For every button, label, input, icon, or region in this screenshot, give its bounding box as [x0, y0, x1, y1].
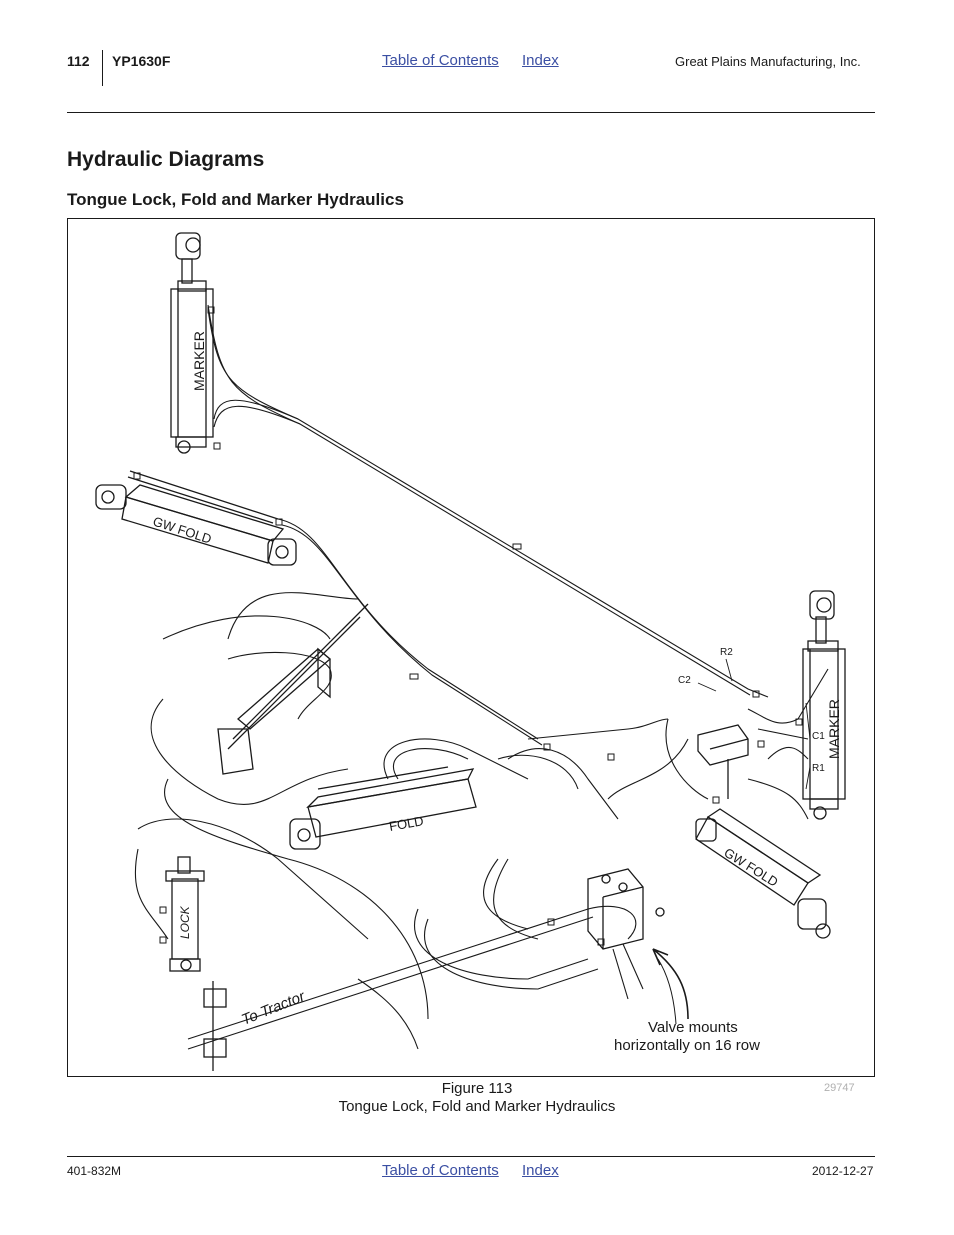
marker-cylinder-top [170, 232, 214, 454]
header-index-link[interactable]: Index [522, 52, 559, 69]
document-date: 2012-12-27 [812, 1164, 874, 1178]
valve-block [587, 868, 665, 950]
c1-port-label: C1 [812, 731, 825, 742]
gw-fold-cylinder-right [695, 808, 831, 939]
r1-port-label: R1 [812, 763, 825, 774]
header-divider [102, 50, 103, 86]
lock-cylinder [165, 856, 205, 972]
section-title: Hydraulic Diagrams [67, 148, 265, 171]
footer-index-link[interactable]: Index [522, 1162, 559, 1179]
r2-port-label: R2 [720, 647, 733, 658]
marker-right-label: MARKER [826, 699, 842, 759]
gw-fold-right-label: GW FOLD [721, 845, 780, 890]
figure-number: Figure 113 [441, 1080, 513, 1097]
valve-arrow [652, 948, 689, 1020]
marker-cylinder-right [802, 590, 846, 820]
page-number: 112 [67, 53, 90, 69]
footer-rule [67, 1156, 875, 1157]
central-frame [217, 603, 369, 775]
document-number: 401-832M [67, 1164, 122, 1178]
fold-center-label: FOLD [388, 813, 425, 834]
company-name: Great Plains Manufacturing, Inc. [675, 54, 861, 69]
header-rule [67, 112, 875, 113]
hydraulic-hoses [134, 304, 829, 1050]
header-toc-link[interactable]: Table of Contents [382, 52, 499, 69]
valve-note-line2: horizontally on 16 row [614, 1037, 760, 1054]
section-subtitle: Tongue Lock, Fold and Marker Hydraulics [67, 190, 404, 209]
valve-note-line1: Valve mounts [648, 1019, 738, 1036]
gw-fold-left-label: GW FOLD [151, 514, 213, 547]
fold-cylinder-center [289, 766, 477, 850]
hydraulic-diagram: MARKER GW FOLD FOLD LOCK To Tractor MARK… [95, 232, 846, 1071]
figure-caption: Tongue Lock, Fold and Marker Hydraulics [338, 1098, 616, 1115]
marker-top-label: MARKER [191, 331, 207, 391]
to-tractor-label: To Tractor [239, 988, 308, 1029]
tongue-lock-mount [203, 981, 227, 1071]
right-manifold [697, 724, 749, 799]
hydraulic-diagram-figure: MARKER GW FOLD FOLD LOCK To Tractor MARK… [67, 218, 875, 1077]
figure-image-id: 29747 [824, 1082, 855, 1094]
model-name: YP1630F [112, 53, 171, 69]
footer-toc-link[interactable]: Table of Contents [382, 1162, 499, 1179]
gw-fold-cylinder-left [95, 470, 297, 566]
c2-port-label: C2 [678, 675, 691, 686]
hose-fittings [133, 306, 803, 946]
lock-label: LOCK [178, 905, 192, 939]
